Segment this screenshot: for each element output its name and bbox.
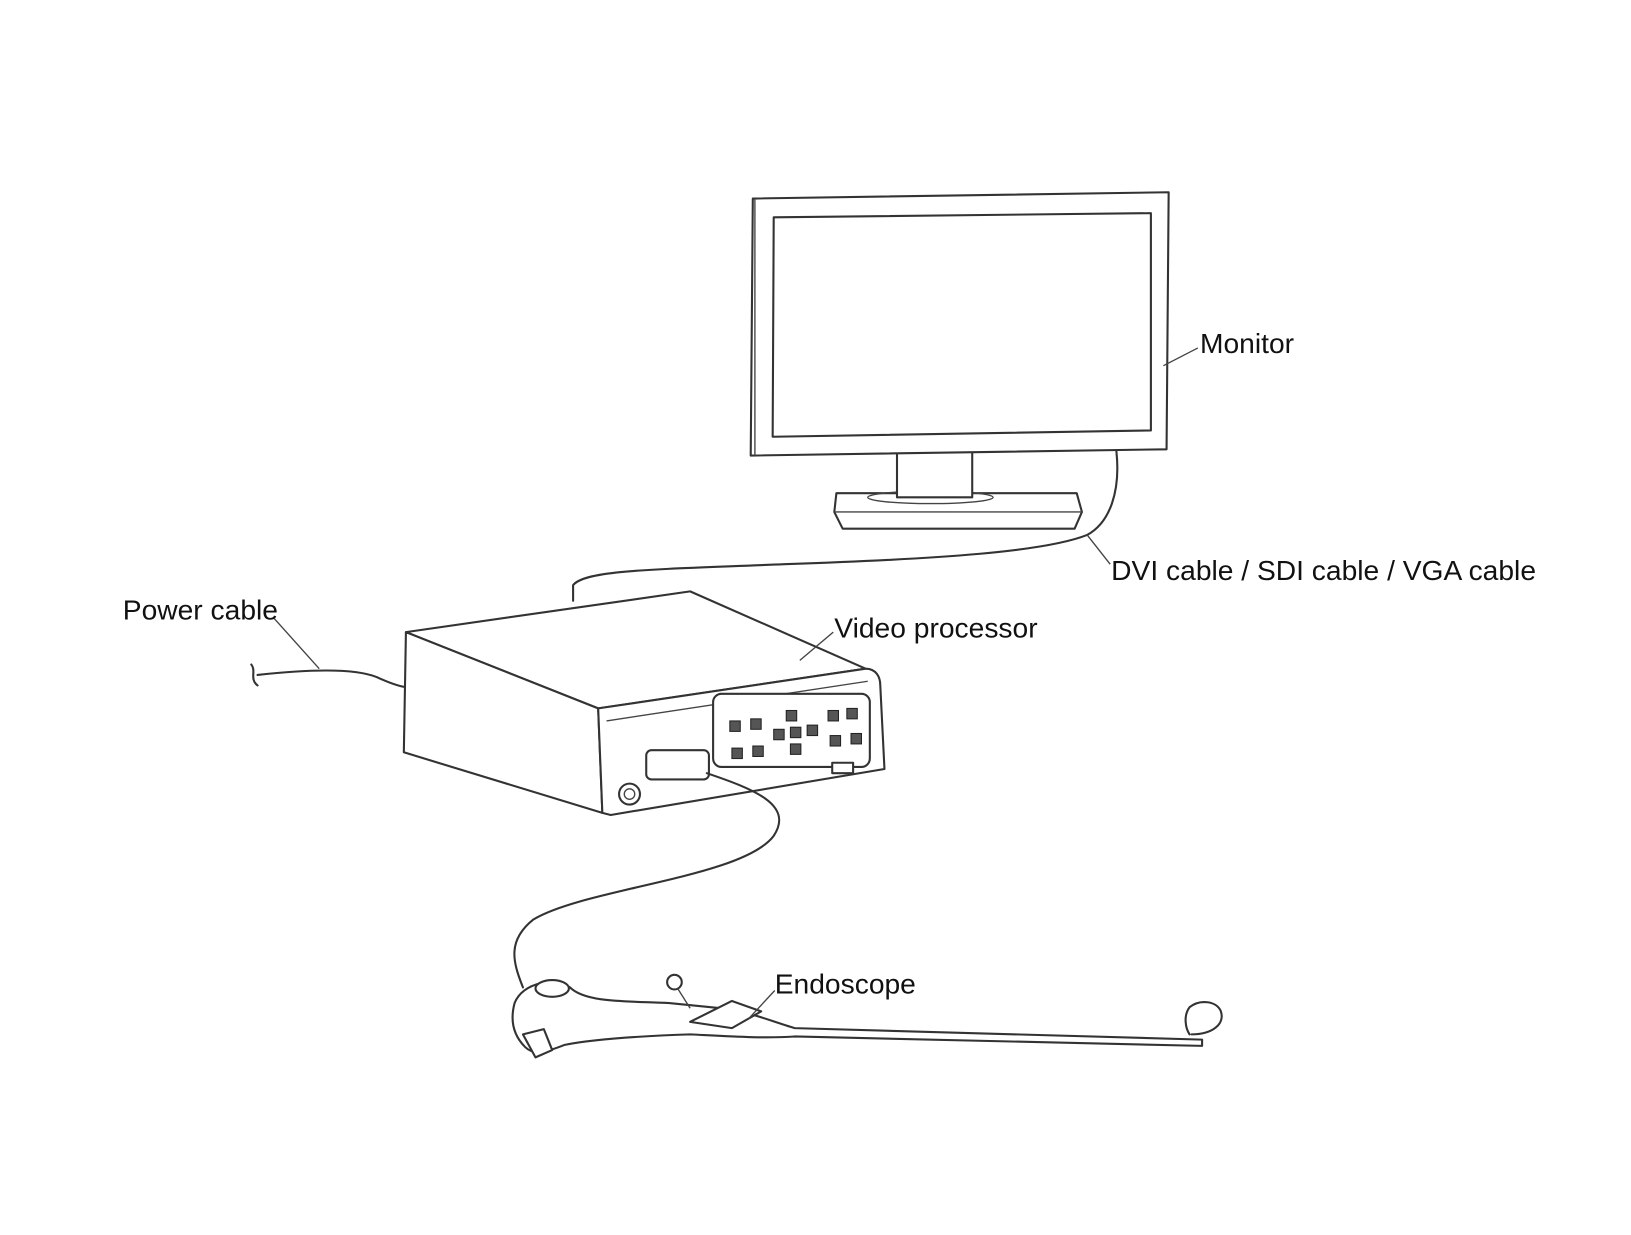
power-cable	[250, 663, 412, 689]
video-processor	[402, 590, 886, 817]
video-cable	[572, 450, 1119, 602]
endoscope-cable	[513, 772, 781, 989]
label-power-cable: Power cable	[123, 594, 278, 626]
leader-video-cable	[1086, 534, 1111, 565]
label-endoscope: Endoscope	[775, 968, 916, 1000]
monitor	[749, 191, 1170, 530]
endoscope	[511, 973, 1223, 1059]
front-panel-buttons	[729, 707, 862, 760]
leader-endoscope	[748, 990, 776, 1020]
leader-power-cable	[273, 618, 320, 670]
label-monitor: Monitor	[1200, 327, 1294, 359]
label-video-processor: Video processor	[834, 611, 1037, 643]
leader-video-processor	[799, 631, 834, 661]
label-video-cable: DVI cable / SDI cable / VGA cable	[1111, 554, 1536, 586]
leader-monitor	[1163, 347, 1199, 367]
